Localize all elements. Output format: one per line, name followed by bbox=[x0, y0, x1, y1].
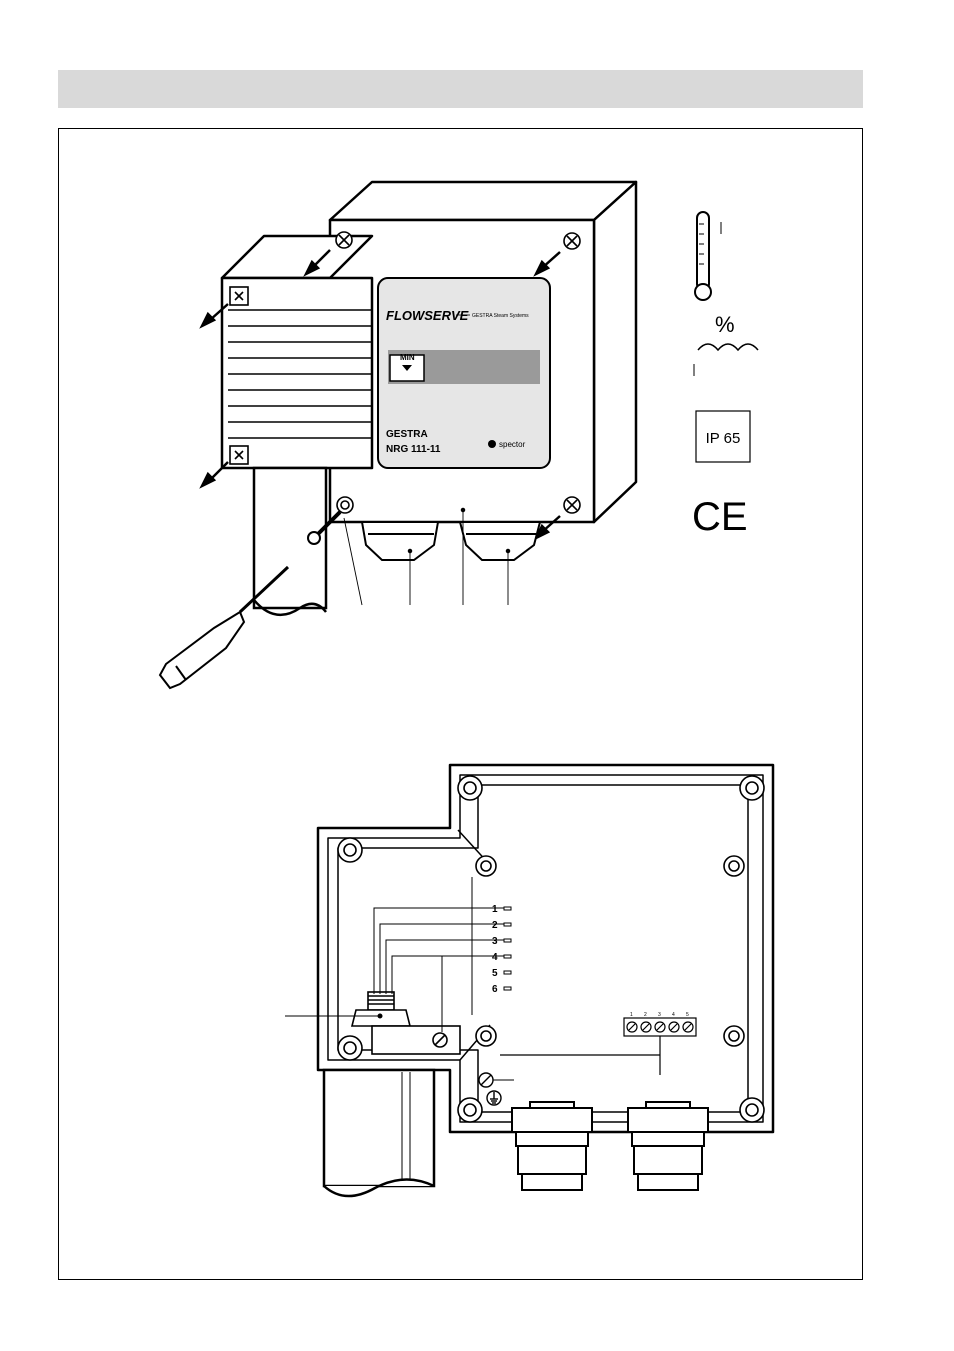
electrode-fitting bbox=[350, 991, 461, 1055]
screw-bosses bbox=[337, 775, 765, 1123]
wire-number: 6 bbox=[492, 984, 498, 995]
terminal-number: 4 bbox=[672, 1012, 675, 1018]
terminal-number: 3 bbox=[658, 1012, 661, 1018]
product-model: NRG 111-11 bbox=[386, 444, 441, 455]
cover-screws bbox=[229, 231, 581, 514]
front-label-panel: FLOWSERVE GESTRA Steam Systems MIN GESTR… bbox=[377, 277, 551, 469]
wire-number: 2 bbox=[492, 920, 498, 931]
removal-arrows bbox=[199, 249, 561, 541]
thermometer-icon bbox=[694, 211, 722, 301]
cooling-fins bbox=[228, 309, 372, 439]
ce-mark-icon: CE bbox=[692, 495, 748, 539]
screwdriver bbox=[158, 510, 342, 690]
wire-number: 1 bbox=[492, 904, 498, 915]
cable-glands-top bbox=[360, 521, 542, 561]
header-bar bbox=[58, 70, 863, 108]
leader-lines-top bbox=[343, 507, 511, 606]
brand-logo: FLOWSERVE bbox=[386, 308, 469, 323]
spector-text: spector bbox=[499, 440, 526, 449]
wire-markers bbox=[503, 906, 512, 991]
wire-number: 3 bbox=[492, 936, 498, 947]
terminal-number: 2 bbox=[644, 1012, 647, 1018]
wires bbox=[285, 877, 505, 1032]
product-name: GESTRA bbox=[386, 429, 428, 440]
terminal-numbers: 1 2 3 4 5 bbox=[630, 1012, 689, 1018]
ce-mark-text: CE bbox=[692, 495, 748, 539]
terminal-number: 5 bbox=[686, 1012, 689, 1018]
terminal-number: 1 bbox=[630, 1012, 633, 1018]
down-arrow-icon bbox=[402, 365, 412, 371]
wire-numbers: 1 2 3 4 5 6 bbox=[492, 904, 498, 995]
ip-rating-text: IP 65 bbox=[706, 430, 741, 447]
terminal-strip bbox=[500, 1017, 697, 1075]
humidity-icon: % bbox=[693, 312, 759, 376]
figure-frame bbox=[58, 128, 863, 1280]
earth-terminal-icon bbox=[478, 1072, 514, 1106]
wire-number: 4 bbox=[492, 952, 498, 963]
spector-logo-icon bbox=[488, 440, 496, 448]
humidity-symbol: % bbox=[715, 312, 735, 337]
wire-number: 5 bbox=[492, 968, 498, 979]
ip-rating-badge: IP 65 bbox=[695, 410, 751, 463]
cable-glands-bottom bbox=[511, 1101, 709, 1191]
brand-tagline: GESTRA Steam Systems bbox=[472, 313, 529, 319]
min-label: MIN bbox=[400, 353, 415, 362]
pipe-bottom bbox=[322, 1068, 436, 1198]
